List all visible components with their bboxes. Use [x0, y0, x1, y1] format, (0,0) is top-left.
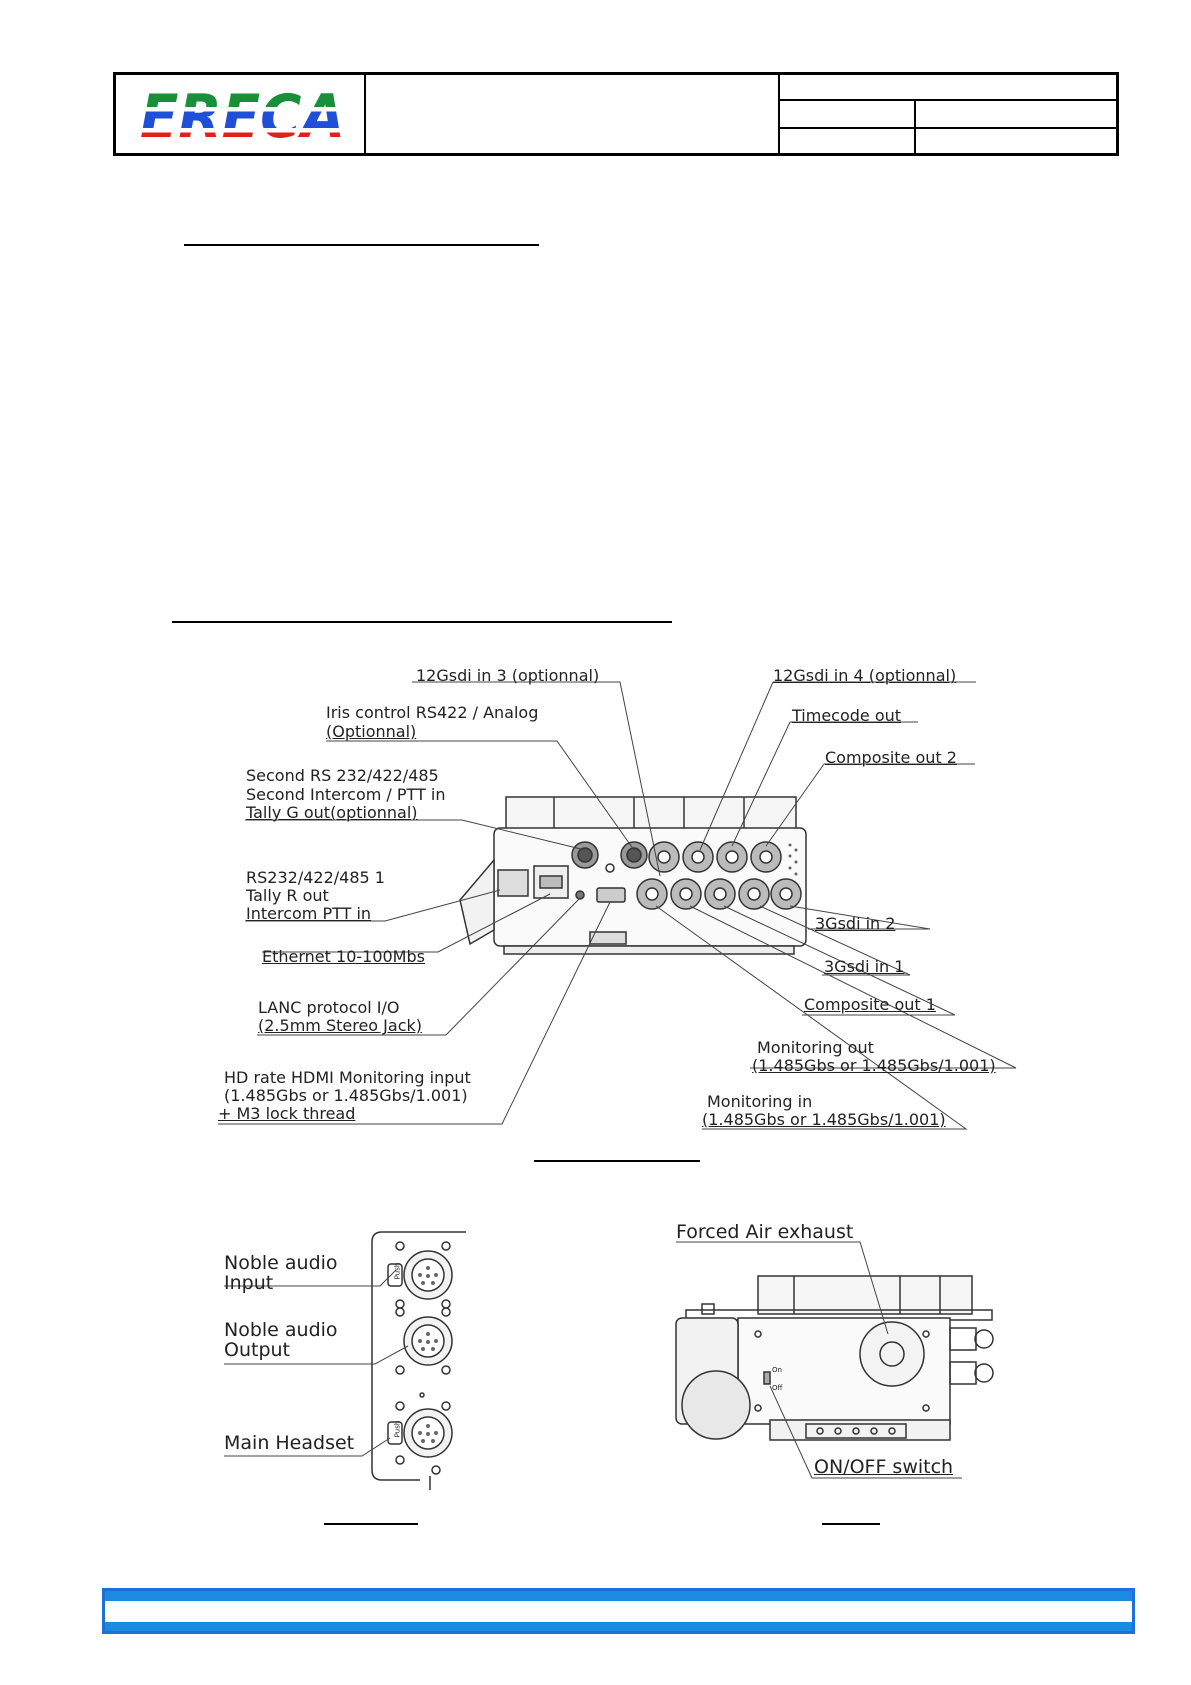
- label-rs232-3: Intercom PTT in: [246, 904, 372, 923]
- header-logo-cell: ERECA: [116, 75, 366, 153]
- label-lanc-2: (2.5mm Stereo Jack): [258, 1016, 422, 1035]
- document-header: ERECA: [113, 72, 1119, 156]
- label-hdmi-2: (1.485Gbs or 1.485Gbs/1.001): [224, 1086, 468, 1105]
- label-on-off-switch: ON/OFF switch: [814, 1456, 954, 1478]
- header-rev-label-cell: [780, 101, 916, 129]
- caption-underline-front: [534, 1160, 700, 1162]
- label-hdmi-3: + M3 lock thread: [218, 1104, 356, 1123]
- label-12gsdi-in4: 12Gsdi in 4 (optionnal): [773, 666, 957, 685]
- label-noble-output-2: Output: [224, 1339, 290, 1361]
- label-second-rs-2: Second Intercom / PTT in: [246, 785, 446, 804]
- label-rs232-2: Tally R out: [246, 886, 329, 905]
- label-composite-out-1: Composite out 1: [804, 995, 936, 1014]
- header-ref-cell: [780, 75, 1116, 101]
- header-date-label-cell: [780, 129, 916, 153]
- label-monitoring-out-2: (1.485Gbs or 1.485Gbs/1.001): [752, 1056, 996, 1075]
- label-noble-input-1: Noble audio: [224, 1252, 338, 1274]
- label-12gsdi-in3: 12Gsdi in 3 (optionnal): [416, 666, 600, 685]
- section-heading-underline-2: [172, 621, 672, 623]
- label-lanc-1: LANC protocol I/O: [258, 998, 400, 1017]
- label-rs232-1: RS232/422/485 1: [246, 868, 385, 887]
- document-footer-bar: [102, 1588, 1135, 1634]
- label-noble-input-2: Input: [224, 1272, 274, 1294]
- label-switch-off: Off: [772, 1384, 783, 1392]
- label-noble-output-1: Noble audio: [224, 1319, 338, 1341]
- header-date-value-cell: [916, 129, 1116, 153]
- label-push-1: Push: [393, 1262, 402, 1280]
- caption-underline-left: [324, 1523, 418, 1525]
- label-ethernet: Ethernet 10-100Mbs: [262, 947, 425, 966]
- label-main-headset: Main Headset: [224, 1432, 355, 1454]
- label-3gsdi-in1: 3Gsdi in 1: [824, 957, 905, 976]
- label-push-2: Push: [393, 1420, 402, 1438]
- section-heading-underline-1: [184, 244, 539, 246]
- label-monitoring-in-1: Monitoring in: [707, 1092, 813, 1111]
- footer-top-stripe: [105, 1591, 1132, 1601]
- label-iris-control-2: (Optionnal): [326, 722, 417, 741]
- label-second-rs-3: Tally G out(optionnal): [246, 803, 418, 822]
- label-timecode-out: Timecode out: [792, 706, 902, 725]
- label-iris-control-1: Iris control RS422 / Analog: [326, 703, 539, 722]
- ereca-logo: ERECA: [140, 82, 345, 151]
- label-monitoring-in-2: (1.485Gbs or 1.485Gbs/1.001): [702, 1110, 946, 1129]
- header-title-cell: [366, 75, 780, 153]
- label-hdmi-1: HD rate HDMI Monitoring input: [224, 1068, 471, 1087]
- svg-text:ERECA: ERECA: [140, 82, 345, 151]
- label-monitoring-out-1: Monitoring out: [757, 1038, 874, 1057]
- label-composite-out-2: Composite out 2: [825, 748, 957, 767]
- footer-bottom-stripe: [105, 1622, 1132, 1631]
- label-3gsdi-in2: 3Gsdi in 2: [815, 914, 896, 933]
- label-switch-on: On: [772, 1366, 782, 1374]
- label-second-rs-1: Second RS 232/422/485: [246, 766, 439, 785]
- label-forced-air-exhaust: Forced Air exhaust: [676, 1221, 854, 1243]
- caption-underline-right: [822, 1523, 880, 1525]
- header-rev-value-cell: [916, 101, 1116, 129]
